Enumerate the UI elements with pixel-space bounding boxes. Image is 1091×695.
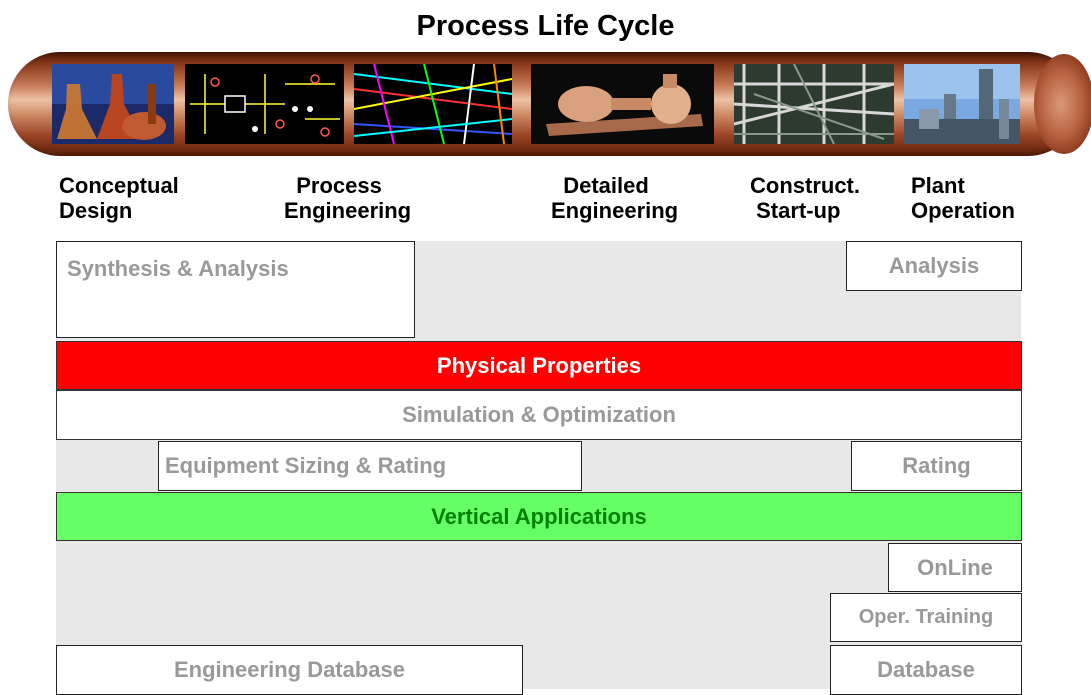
oper-training-box: Oper. Training xyxy=(830,593,1022,642)
physical-properties-band: Physical Properties xyxy=(56,341,1022,390)
phase-plant-operation: Plant Operation xyxy=(911,173,1015,223)
rating-box: Rating xyxy=(851,441,1022,491)
diagram-title: Process Life Cycle xyxy=(416,10,675,42)
synthesis-analysis-label: Synthesis & Analysis xyxy=(67,256,289,281)
piping-cad-drawing-image xyxy=(354,64,512,144)
synthesis-analysis-box: Synthesis & Analysis xyxy=(56,241,415,338)
phase-conceptual-design: Conceptual Design xyxy=(59,173,179,223)
online-box: OnLine xyxy=(888,543,1022,592)
engineering-database-box: Engineering Database xyxy=(56,645,523,695)
laboratory-flasks-image xyxy=(52,64,174,144)
refinery-plant-image xyxy=(904,64,1020,144)
equipment-sizing-rating-label: Equipment Sizing & Rating xyxy=(165,453,447,478)
phase-process-engineering: Process Engineering xyxy=(284,173,412,223)
plant-piping-construction-image xyxy=(734,64,894,144)
process-flow-diagram-image xyxy=(185,64,344,144)
phase-construct-startup: Construct. Start-up xyxy=(750,173,860,223)
equipment-sizing-rating-box: Equipment Sizing & Rating xyxy=(158,441,582,491)
simulation-optimization-band: Simulation & Optimization xyxy=(56,390,1022,440)
vertical-applications-band: Vertical Applications xyxy=(56,492,1022,541)
analysis-box: Analysis xyxy=(846,241,1022,291)
phase-detailed-engineering: Detailed Engineering xyxy=(551,173,679,223)
pump-equipment-image xyxy=(531,64,714,144)
database-box: Database xyxy=(830,645,1022,695)
pipe-end-cap xyxy=(1034,54,1091,154)
